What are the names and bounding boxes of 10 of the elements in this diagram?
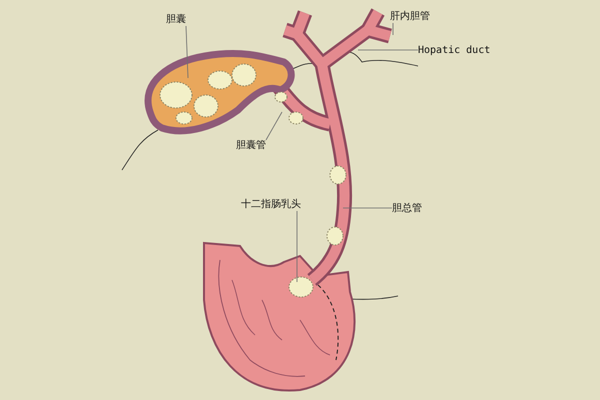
part-label: 胆总管 xyxy=(392,203,422,215)
part-label: 胆囊 xyxy=(166,14,186,26)
leader-line xyxy=(392,22,394,36)
part-label: 肝内胆管 xyxy=(390,11,430,23)
part-label: 胆囊管 xyxy=(236,140,266,152)
part-label: Hopatic duct xyxy=(418,45,490,57)
leader-line xyxy=(266,112,282,140)
leader-line xyxy=(186,26,188,78)
leader-line xyxy=(296,210,298,282)
part-label: 十二指肠乳头 xyxy=(241,199,301,211)
